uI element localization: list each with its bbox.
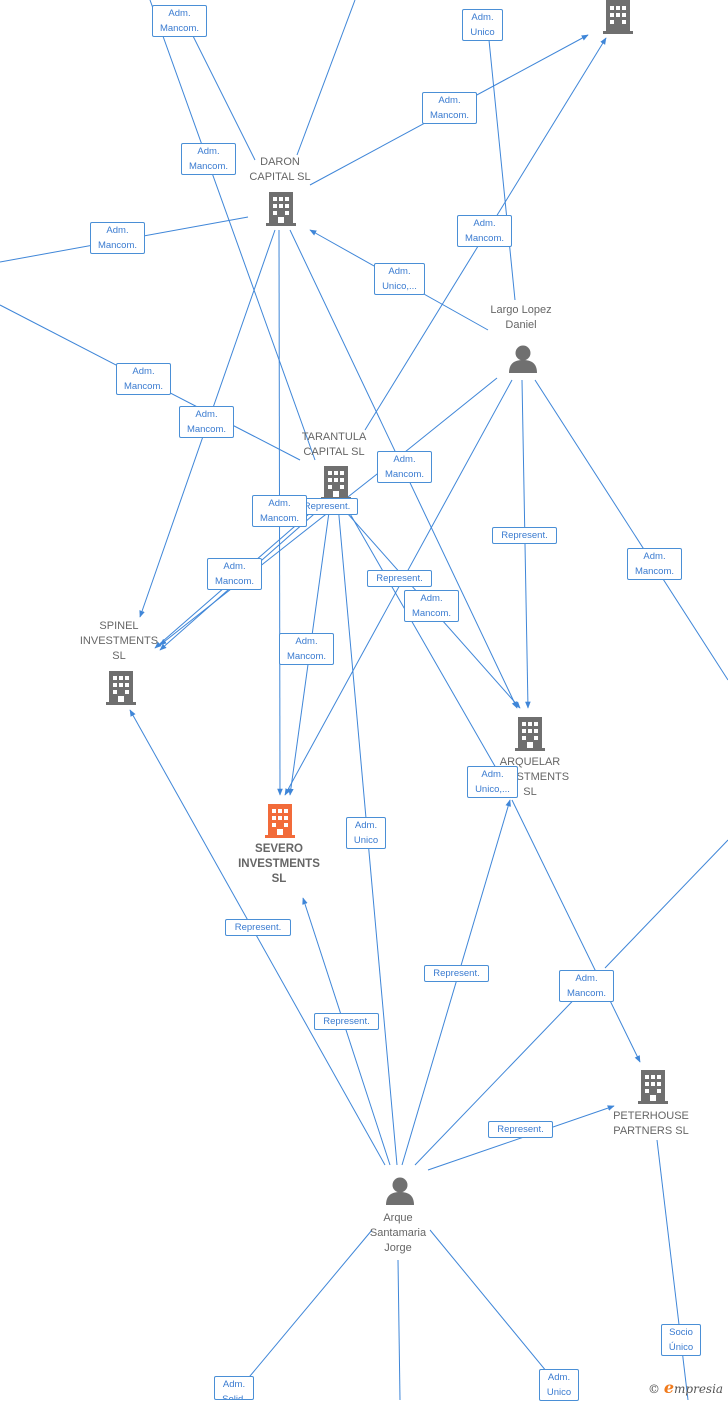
node-label-daron[interactable]: DARON CAPITAL SL bbox=[249, 156, 311, 183]
edge-label[interactable]: Adm. Mancom. bbox=[377, 451, 432, 483]
person-icon bbox=[509, 345, 537, 373]
brand-initial: e bbox=[663, 1378, 675, 1397]
building-icon bbox=[515, 717, 545, 751]
edge-label[interactable]: Adm. Mancom. bbox=[279, 633, 334, 665]
edge bbox=[604, 839, 728, 969]
focus-building-icon bbox=[265, 804, 295, 838]
edge-label[interactable]: Adm. Mancom. bbox=[457, 215, 512, 247]
copyright-symbol: © bbox=[648, 1382, 660, 1396]
edge bbox=[344, 504, 501, 776]
node-label-tarantula[interactable]: TARANTULA CAPITAL SL bbox=[301, 431, 367, 458]
edge-label[interactable]: Represent. bbox=[424, 965, 489, 982]
edge-label[interactable]: Adm. Mancom. bbox=[152, 5, 207, 37]
node-label-arque[interactable]: Arque Santamaria Jorge bbox=[369, 1212, 427, 1254]
edge-label[interactable]: Adm. Mancom. bbox=[627, 548, 682, 580]
edge bbox=[511, 799, 641, 1063]
node-label-peterhouse[interactable]: PETERHOUSE PARTNERS SL bbox=[613, 1110, 689, 1137]
edge bbox=[284, 379, 513, 796]
edge bbox=[296, 0, 356, 156]
edge-label[interactable]: Adm. Mancom. bbox=[559, 970, 614, 1002]
edge bbox=[404, 377, 498, 453]
building-icon bbox=[603, 0, 633, 34]
node-label-spinel[interactable]: SPINEL INVESTMENTS SL bbox=[79, 620, 159, 662]
building-icon bbox=[106, 671, 136, 705]
edge-label[interactable]: Adm. Unico,... bbox=[374, 263, 425, 295]
edge bbox=[159, 451, 406, 646]
edge-label[interactable]: Adm. Mancom. bbox=[90, 222, 145, 254]
edge bbox=[487, 29, 516, 301]
node-label-largo[interactable]: Largo Lopez Daniel bbox=[490, 304, 552, 331]
edge bbox=[397, 1259, 401, 1400]
edge-label[interactable]: Adm. Unico,... bbox=[467, 766, 518, 798]
edge-label[interactable]: Adm. Mancom. bbox=[422, 92, 477, 124]
edge-label[interactable]: Adm. Unico bbox=[462, 9, 503, 41]
edge-label[interactable]: Represent. bbox=[314, 1013, 379, 1030]
edge bbox=[534, 379, 728, 681]
edge bbox=[521, 379, 531, 709]
edge-label[interactable]: Adm. Mancom. bbox=[179, 406, 234, 438]
edge-label[interactable]: Adm. Mancom. bbox=[181, 143, 236, 175]
edge-label[interactable]: Represent. bbox=[367, 570, 432, 587]
node-label-severo[interactable]: SEVERO INVESTMENTS SL bbox=[238, 843, 320, 885]
edge-label[interactable]: Adm. Unico bbox=[346, 817, 386, 849]
edge-label[interactable]: Adm. Unico bbox=[539, 1369, 579, 1401]
edge-label[interactable]: Adm. Mancom. bbox=[252, 495, 307, 527]
edge bbox=[427, 1105, 615, 1171]
edge-label[interactable]: Represent. bbox=[488, 1121, 553, 1138]
edge bbox=[229, 1229, 373, 1400]
edge bbox=[656, 1139, 689, 1400]
edge bbox=[129, 709, 386, 1166]
building-icon bbox=[638, 1070, 668, 1104]
edge-label[interactable]: Represent. bbox=[225, 919, 291, 936]
edge bbox=[302, 897, 391, 1166]
edge-label[interactable]: Socio Único bbox=[661, 1324, 701, 1356]
building-icon bbox=[321, 466, 351, 500]
person-icon bbox=[386, 1177, 414, 1205]
edge-label[interactable]: Adm. Mancom. bbox=[404, 590, 459, 622]
edge bbox=[149, 0, 316, 461]
edge-label[interactable]: Represent. bbox=[492, 527, 557, 544]
edge-label[interactable]: Adm. Solid. bbox=[214, 1376, 254, 1400]
edge bbox=[401, 799, 511, 1166]
edge-label[interactable]: Adm. Mancom. bbox=[116, 363, 171, 395]
edge bbox=[414, 984, 589, 1166]
brand-name: mpresia bbox=[674, 1382, 724, 1396]
edge-label[interactable]: Adm. Mancom. bbox=[207, 558, 262, 590]
edge bbox=[189, 29, 256, 161]
brand-watermark: © empresia bbox=[648, 1378, 723, 1397]
building-icon bbox=[266, 192, 296, 226]
